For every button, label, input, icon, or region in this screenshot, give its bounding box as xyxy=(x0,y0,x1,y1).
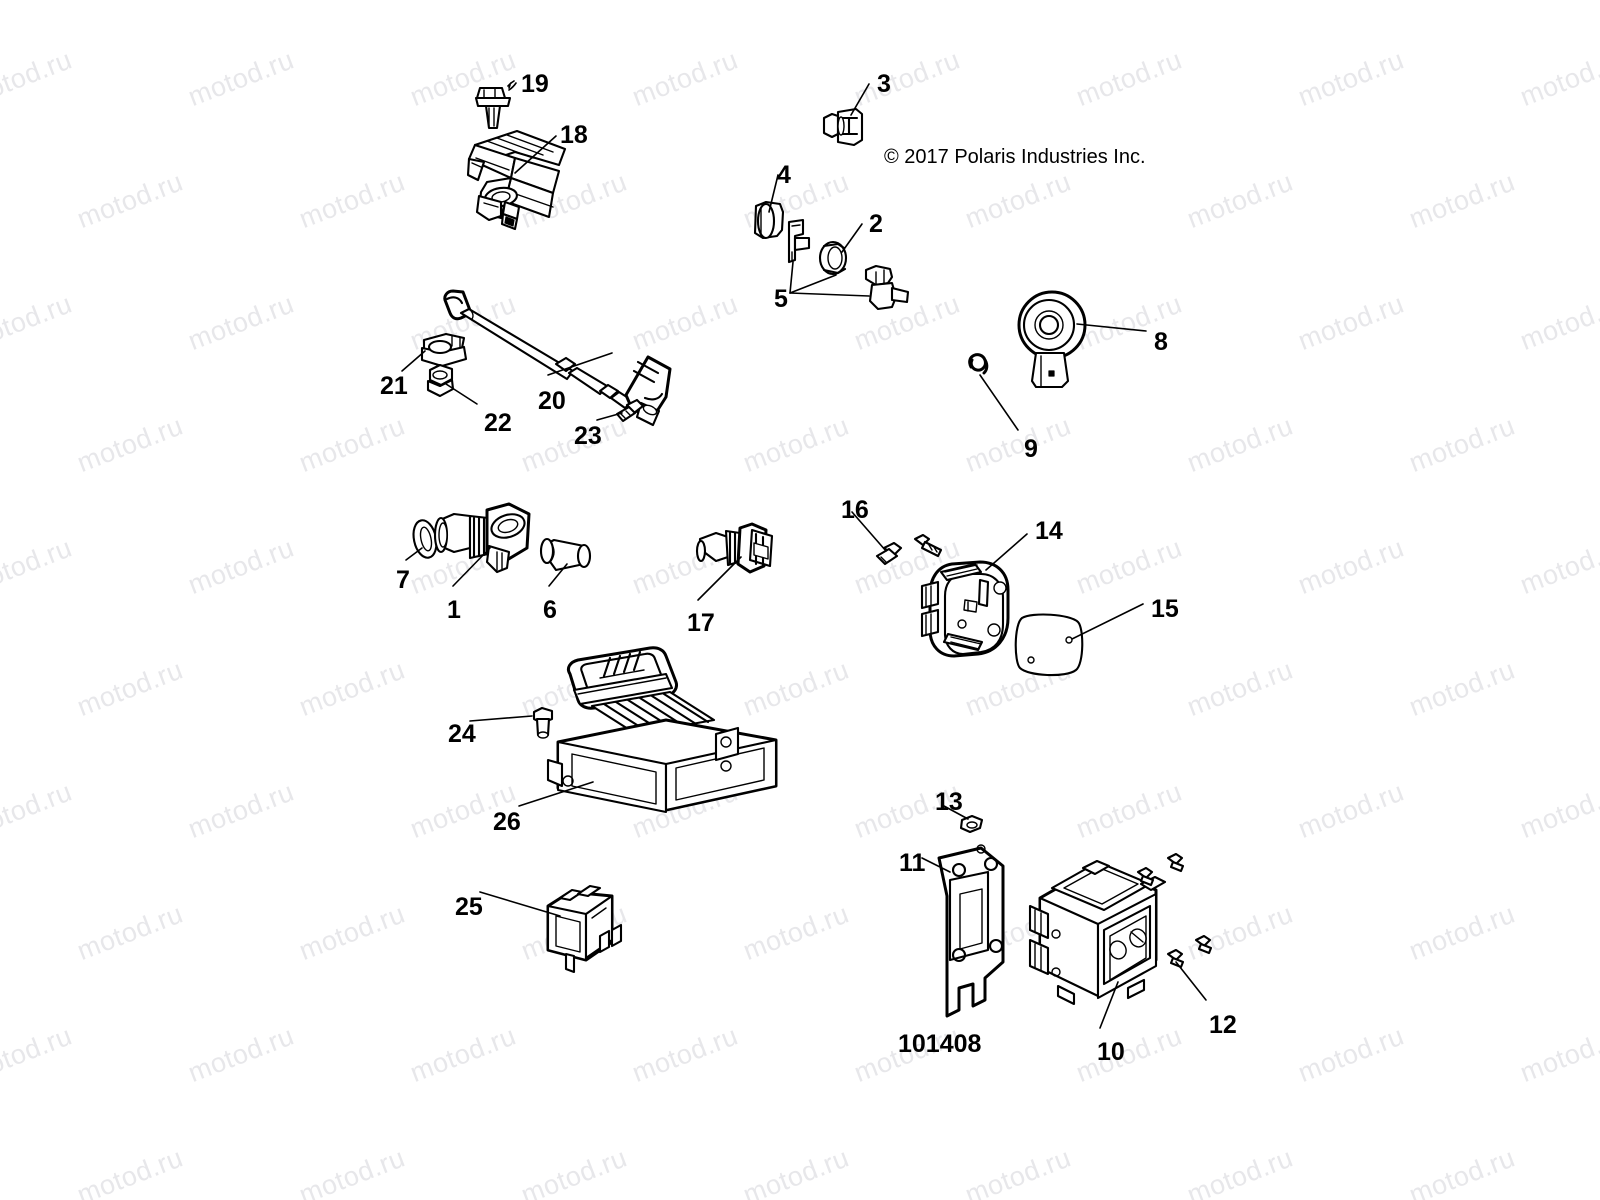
part-24-spacer xyxy=(532,706,554,739)
callout-23[interactable]: 23 xyxy=(574,422,602,450)
part-1-cam-sensor xyxy=(433,502,531,574)
callout-17[interactable]: 17 xyxy=(687,609,715,637)
part-16-rivet xyxy=(875,541,903,566)
part-3-plug-cap xyxy=(822,107,864,147)
callout-12[interactable]: 12 xyxy=(1209,1011,1237,1039)
part-15-cover-plate xyxy=(1014,613,1084,677)
callout-14[interactable]: 14 xyxy=(1035,517,1063,545)
callout-9[interactable]: 9 xyxy=(1024,435,1038,463)
callout-4[interactable]: 4 xyxy=(777,161,791,189)
part-18-map-sensor xyxy=(466,129,567,231)
screw-14-mount xyxy=(913,533,943,558)
callout-3[interactable]: 3 xyxy=(877,70,891,98)
callout-20[interactable]: 20 xyxy=(538,387,566,415)
callout-24[interactable]: 24 xyxy=(448,720,476,748)
callout-15[interactable]: 15 xyxy=(1151,595,1179,623)
part-11-ecu-bracket xyxy=(937,844,1005,1018)
callout-21[interactable]: 21 xyxy=(380,372,408,400)
part-8-speed-sensor xyxy=(1017,290,1087,389)
callout-10[interactable]: 10 xyxy=(1097,1038,1125,1066)
callout-22[interactable]: 22 xyxy=(484,409,512,437)
callout-5[interactable]: 5 xyxy=(774,285,788,313)
callout-8[interactable]: 8 xyxy=(1154,328,1168,356)
diagram-number: 101408 xyxy=(898,1030,982,1058)
callout-11[interactable]: 11 xyxy=(899,849,926,877)
callout-2[interactable]: 2 xyxy=(869,210,883,238)
callout-7[interactable]: 7 xyxy=(396,566,410,594)
part-6-dowel-pin xyxy=(539,537,592,572)
callout-6[interactable]: 6 xyxy=(543,596,557,624)
copyright-notice: © 2017 Polaris Industries Inc. xyxy=(884,146,1146,168)
callout-13[interactable]: 13 xyxy=(935,788,963,816)
part-12-screws xyxy=(1136,852,1213,969)
callout-1[interactable]: 1 xyxy=(447,596,461,624)
callout-18[interactable]: 18 xyxy=(560,121,588,149)
part-25-relay xyxy=(546,884,623,974)
part-21-cable-clamp xyxy=(420,332,468,368)
callout-16[interactable]: 16 xyxy=(841,496,869,524)
part-20-sensor-lead xyxy=(443,289,672,427)
part-19-flange-bolt xyxy=(474,86,512,130)
part-2-seal-grommet xyxy=(818,240,848,276)
part-9-retaining-clip xyxy=(968,353,989,375)
part-13-nut xyxy=(959,814,984,834)
part-7-o-ring xyxy=(412,519,438,559)
part-23-screw xyxy=(615,398,645,423)
callout-25[interactable]: 25 xyxy=(455,893,483,921)
callout-26[interactable]: 26 xyxy=(493,808,521,836)
part-17-temperature-sensor xyxy=(695,522,774,574)
part-5-plug xyxy=(864,264,910,311)
callout-19[interactable]: 19 xyxy=(521,70,549,98)
part-5-clip xyxy=(787,218,811,264)
part-26-ignition-module xyxy=(546,646,778,814)
part-22-flange-nut xyxy=(426,363,455,398)
part-14-control-module xyxy=(920,560,1010,658)
part-10-engine-control-module xyxy=(1028,859,1167,1006)
